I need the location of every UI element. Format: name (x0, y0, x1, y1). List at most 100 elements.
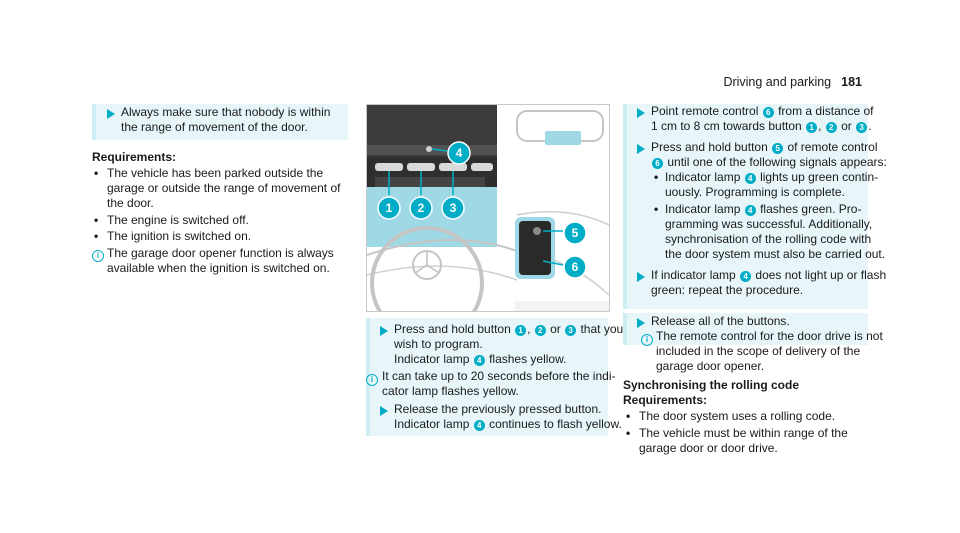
step-text: Point remote control 6 from a distance o… (651, 104, 873, 119)
signal-item: Indicator lamp 4 flashes green. Pro- (665, 202, 861, 217)
remote-number-badge: 6 (762, 107, 774, 118)
step-text: Indicator lamp 4 flashes yellow. (394, 352, 566, 367)
callout-6: 6 (572, 260, 579, 274)
step-text-part: Press and hold button (651, 140, 768, 154)
bullet-icon: • (94, 166, 99, 180)
page-header: Driving and parking 181 (723, 75, 862, 90)
lamp-number-badge: 4 (473, 420, 485, 431)
remote-number-badge: 6 (652, 158, 663, 169)
step-arrow-icon (380, 326, 388, 336)
button-number-badge: 2 (825, 122, 837, 133)
step-arrow-icon (107, 109, 115, 119)
requirement-item: The ignition is switched on. (107, 229, 252, 243)
note-text: The garage door opener function is alway… (107, 246, 334, 260)
callout-1: 1 (386, 201, 393, 215)
step-text: If indicator lamp 4 does not light up or… (651, 268, 886, 283)
lamp-number-badge: 4 (744, 205, 756, 216)
lamp-number-badge: 4 (473, 355, 485, 366)
step-text-part: or (550, 322, 561, 336)
signal-item: gramming was successful. Additionally, (665, 217, 873, 231)
requirements-heading: Requirements: (92, 150, 177, 164)
page-number: 181 (841, 75, 862, 89)
bullet-icon: • (626, 409, 631, 423)
requirement-item: garage door or door drive. (639, 441, 778, 455)
note-text: The remote control for the door drive is… (656, 329, 883, 343)
requirement-item: The engine is switched off. (107, 213, 249, 227)
step-text: Release all of the buttons. (651, 314, 790, 328)
step-text-part: lights up green contin- (760, 170, 879, 184)
step-text-part: Indicator lamp (394, 352, 470, 366)
signal-item: synchronisation of the rolling code with (665, 232, 872, 246)
step-text-part: of remote control (787, 140, 878, 154)
step-text: Press and hold button 5 of remote contro… (651, 140, 877, 155)
signal-item: Indicator lamp 4 lights up green contin- (665, 170, 878, 185)
step-text-part: flashes green. Pro- (760, 202, 862, 216)
step-text: Indicator lamp 4 continues to flash yell… (394, 417, 622, 432)
step-text-part: or (841, 119, 852, 133)
info-icon: i (92, 247, 104, 262)
step-text-part: If indicator lamp (651, 268, 736, 282)
step-text-part: that you (580, 322, 624, 336)
bullet-icon: • (94, 213, 99, 227)
step-box (623, 313, 868, 345)
step-text: Always make sure that nobody is within (121, 105, 331, 119)
step-text-part: Point remote control (651, 104, 759, 118)
callout-3: 3 (450, 201, 457, 215)
note-text: It can take up to 20 seconds before the … (382, 369, 616, 383)
step-text: 6 until one of the following signals app… (651, 155, 887, 170)
step-text-part: until one of the following signals appea… (667, 155, 887, 169)
step-text: green: repeat the procedure. (651, 283, 804, 297)
step-arrow-icon (637, 272, 645, 282)
requirement-item: The vehicle has been parked outside the (107, 166, 324, 180)
callout-2: 2 (418, 201, 425, 215)
button-number-badge: 3 (565, 325, 577, 336)
signal-item: the door system must also be carried out… (665, 247, 886, 261)
section-title: Driving and parking (723, 75, 832, 89)
requirement-item: The door system uses a rolling code. (639, 409, 836, 423)
step-text-part: from a distance of (778, 104, 874, 118)
requirement-item: The vehicle must be within range of the (639, 426, 848, 440)
button-number-badge: 2 (534, 325, 546, 336)
callout-5: 5 (572, 226, 579, 240)
step-text-part: Press and hold button (394, 322, 511, 336)
info-icon: i (641, 331, 653, 346)
step-text-part: Indicator lamp (665, 170, 741, 184)
step-text: the range of movement of the door. (121, 120, 308, 134)
step-arrow-icon (380, 406, 388, 416)
step-text-part: Indicator lamp (665, 202, 741, 216)
step-text: Release the previously pressed button. (394, 402, 602, 416)
callout-4: 4 (456, 146, 463, 160)
section-heading: Synchronising the rolling code (623, 378, 800, 392)
requirement-item: the door. (107, 196, 154, 210)
step-text: Press and hold button 1, 2 or 3 that you (394, 322, 624, 336)
step-text-part: flashes yellow. (489, 352, 567, 366)
step-text-part: does not light up or flash (755, 268, 887, 282)
lamp-number-badge: 4 (740, 271, 752, 282)
warning-step-box (92, 104, 348, 140)
garage-door-opener-illustration: 4 1 2 3 5 6 (366, 104, 610, 312)
button-number-badge: 1 (515, 325, 527, 336)
note-text: available when the ignition is switched … (107, 261, 330, 275)
note-text: included in the scope of delivery of the (656, 344, 861, 358)
step-text: 1 cm to 8 cm towards button 1, 2 or 3. (651, 119, 872, 133)
lamp-number-badge: 4 (744, 173, 756, 184)
step-text: wish to program. (394, 337, 483, 351)
note-text: garage door opener. (656, 359, 765, 373)
bullet-icon: • (626, 426, 631, 440)
step-text-part: continues to flash yellow. (489, 417, 622, 431)
button-number-badge: 1 (806, 122, 818, 133)
signal-item: uously. Programming is complete. (665, 185, 845, 199)
bullet-icon: • (94, 229, 99, 243)
requirements-heading: Requirements: (623, 393, 708, 407)
step-arrow-icon (637, 318, 645, 328)
button-number-badge: 3 (856, 122, 868, 133)
step-text-part: 1 cm to 8 cm towards button (651, 119, 802, 133)
step-text-part: Indicator lamp (394, 417, 470, 431)
step-arrow-icon (637, 144, 645, 154)
step-arrow-icon (637, 108, 645, 118)
info-icon: i (366, 371, 378, 386)
note-text: cator lamp flashes yellow. (382, 384, 519, 398)
bullet-icon: • (654, 170, 659, 184)
requirement-item: garage or outside the range of movement … (107, 181, 341, 195)
bullet-icon: • (654, 202, 659, 216)
